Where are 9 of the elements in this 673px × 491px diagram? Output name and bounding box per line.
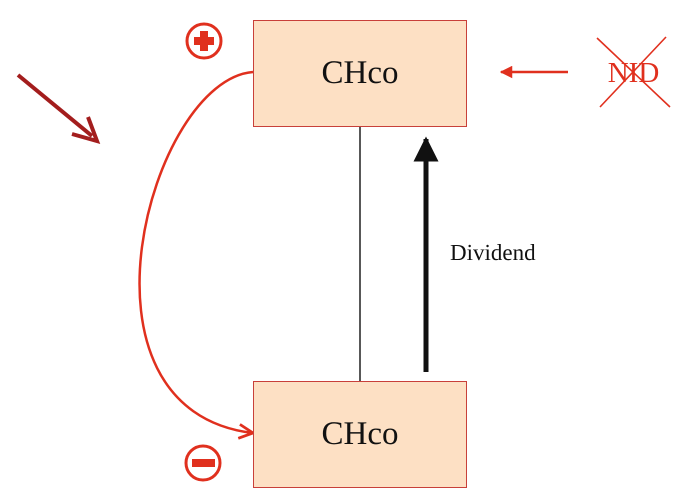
connector-line [359,127,361,381]
entity-box [253,20,467,127]
arrow [414,136,438,372]
entity-label: CHco [322,416,398,453]
arrow [138,70,254,438]
edge-label: Dividend [450,240,536,266]
entity-label: CHco [322,55,398,92]
entity-box [253,381,467,488]
arrow [500,66,568,78]
